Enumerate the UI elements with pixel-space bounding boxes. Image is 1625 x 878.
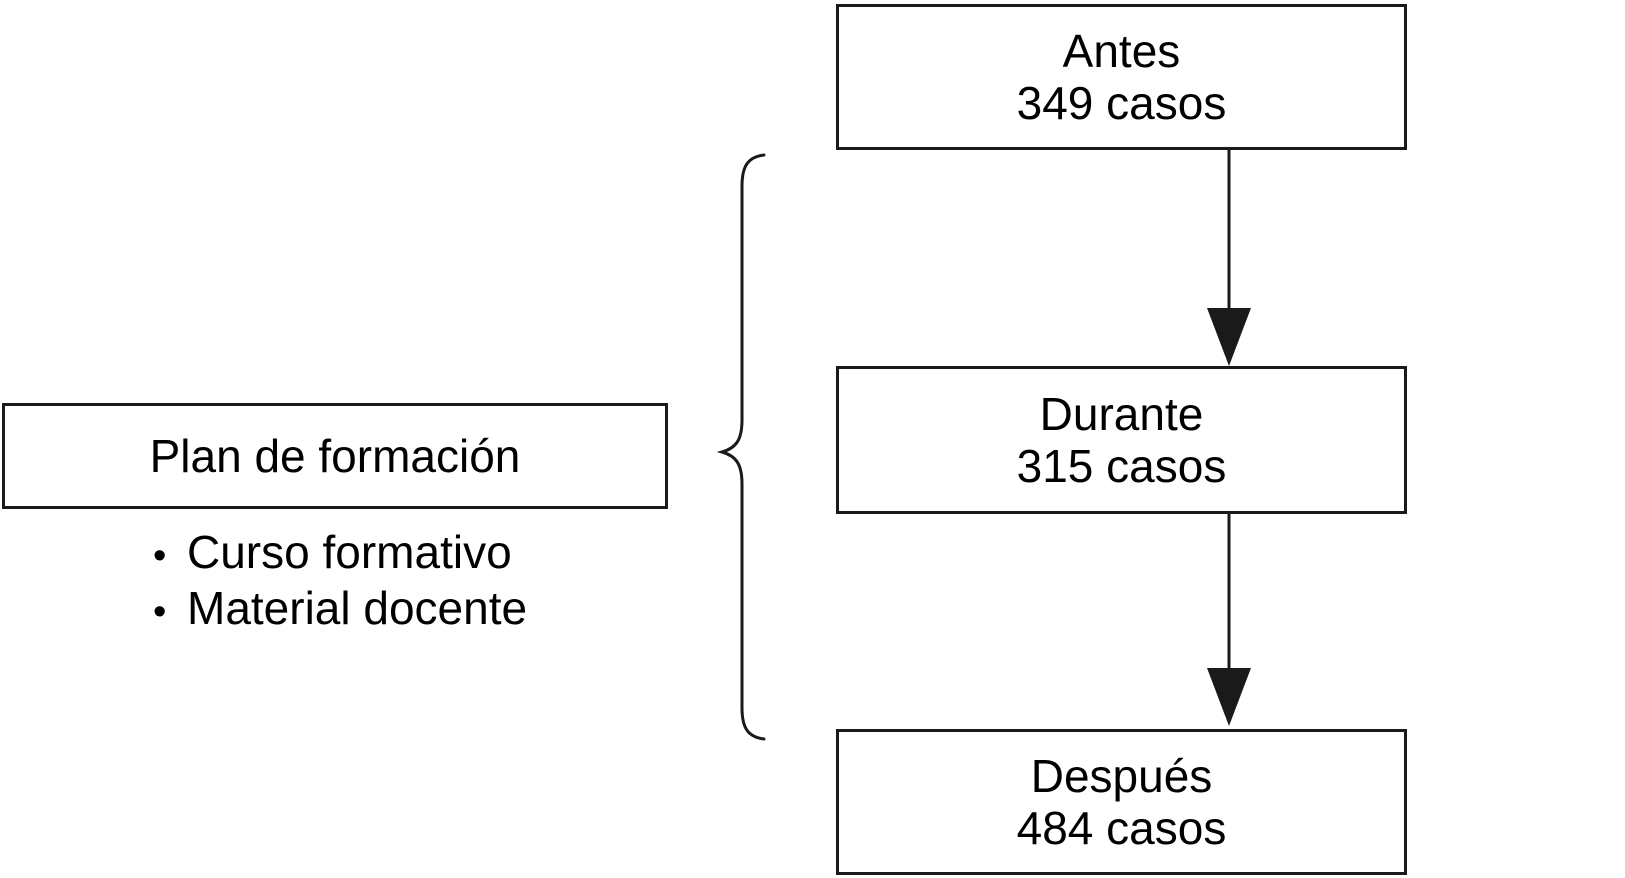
antes-count: 349 casos: [1016, 77, 1227, 129]
curly-brace: [716, 153, 766, 741]
despues-count: 484 casos: [1016, 802, 1227, 854]
durante-count: 315 casos: [1016, 440, 1227, 492]
plan-title: Plan de formación: [149, 430, 521, 482]
antes-title: Antes: [1062, 25, 1181, 77]
plan-item-label: Material docente: [187, 582, 528, 634]
arrow-durante-to-despues: [1207, 514, 1251, 726]
despues-box: Después 484 casos: [836, 729, 1407, 875]
durante-box: Durante 315 casos: [836, 366, 1407, 514]
antes-box: Antes 349 casos: [836, 4, 1407, 150]
plan-item: Curso formativo: [153, 526, 527, 582]
arrow-antes-to-durante: [1207, 150, 1251, 366]
durante-title: Durante: [1039, 388, 1204, 440]
plan-item: Material docente: [153, 582, 527, 638]
plan-items-list: Curso formativo Material docente: [153, 526, 527, 638]
despues-title: Después: [1030, 750, 1213, 802]
plan-item-label: Curso formativo: [187, 526, 512, 578]
plan-box: Plan de formación: [2, 403, 668, 509]
